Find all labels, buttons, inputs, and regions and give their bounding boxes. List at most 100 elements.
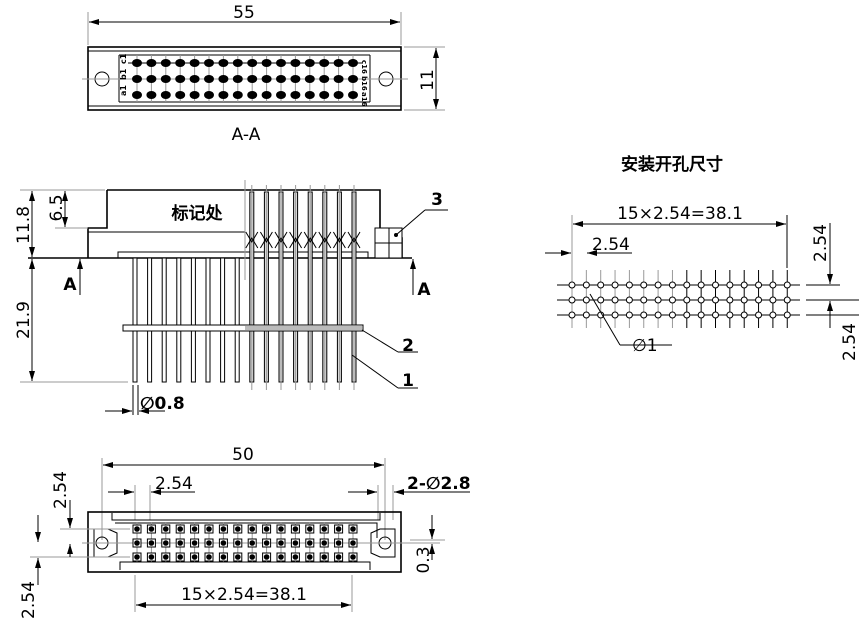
- mounting-hole: [568, 281, 576, 289]
- mounting-hole: [597, 296, 605, 304]
- pin: [235, 554, 241, 560]
- mounting-hole: [740, 311, 748, 319]
- section-mark-left: A: [63, 275, 77, 295]
- pin: [249, 540, 255, 546]
- mounting-hole: [611, 281, 619, 289]
- pin: [176, 257, 182, 383]
- pin: [235, 526, 241, 532]
- pin: [307, 540, 313, 546]
- mounting-dim-span: 15×2.54=38.1: [617, 204, 743, 224]
- mounting-hole: [697, 296, 705, 304]
- hole-grid: [557, 270, 800, 328]
- pin: [206, 554, 212, 560]
- pin: [148, 526, 155, 532]
- dim-span: 15×2.54=38.1: [181, 585, 307, 605]
- pin: [261, 75, 272, 83]
- pin: [177, 526, 183, 532]
- dim-holes: 2-∅2.8: [407, 474, 471, 494]
- pin: [148, 540, 155, 546]
- pin: [206, 540, 212, 546]
- pin: [163, 526, 169, 532]
- pin: [218, 91, 229, 99]
- mounting-hole: [611, 296, 619, 304]
- pin: [218, 75, 229, 83]
- pin: [304, 91, 315, 99]
- mounting-hole: [597, 281, 605, 289]
- pin: [205, 257, 211, 383]
- mounting-hole: [740, 296, 748, 304]
- dim-offset: 0.3: [414, 546, 434, 573]
- pin: [247, 91, 258, 99]
- pin: [348, 91, 358, 99]
- pin: [321, 554, 328, 560]
- mounting-hole: [783, 311, 791, 319]
- mounting-hole: [726, 281, 734, 289]
- dim-height-label: 11: [418, 69, 438, 91]
- mounting-hole: [769, 311, 777, 319]
- pin: [333, 91, 344, 99]
- mounting-hole: [568, 311, 576, 319]
- pin: [146, 91, 157, 99]
- dim-pin-length: 21.9: [14, 301, 34, 339]
- row-label-a1: a1: [119, 85, 128, 96]
- pin: [190, 257, 196, 383]
- pin: [177, 540, 183, 546]
- mounting-hole: [712, 311, 719, 319]
- pin: [132, 91, 142, 99]
- pin: [290, 91, 301, 99]
- retention-plate: [122, 324, 364, 332]
- dim-pitch: 2.54: [155, 474, 193, 494]
- mounting-hole: [683, 311, 691, 319]
- pin: [350, 540, 356, 546]
- mounting-hole: [582, 281, 590, 289]
- mounting-hole: [683, 296, 691, 304]
- pin: [160, 91, 171, 99]
- mounting-hole: [640, 296, 648, 304]
- pin: [335, 526, 342, 532]
- dim-marking: 6.5: [47, 194, 67, 221]
- mounting-hole: [783, 281, 791, 289]
- mounting-hole: [640, 281, 648, 289]
- pin: [261, 91, 272, 99]
- pin: [177, 554, 183, 560]
- mounting-title: 安装开孔尺寸: [621, 154, 723, 175]
- pin: [278, 526, 284, 532]
- pin: [232, 75, 243, 83]
- bottom-view: 50 2.54 2-∅2.8 2.54 2.54 0.3 15×2.54=38.…: [19, 445, 471, 619]
- pin: [278, 540, 284, 546]
- callout-1: 1: [402, 371, 414, 391]
- pin: [189, 91, 200, 99]
- mounting-hole: [611, 311, 619, 319]
- pin: [292, 526, 299, 532]
- pin: [292, 554, 299, 560]
- pin: [220, 540, 227, 546]
- pin: [191, 526, 198, 532]
- pin: [132, 75, 142, 83]
- pin-grid: [128, 55, 362, 102]
- mounting-hole: [668, 281, 676, 289]
- pin: [321, 526, 328, 532]
- pin: [191, 554, 198, 560]
- hole-diameter: ∅1: [632, 336, 658, 356]
- pin: [263, 540, 270, 546]
- pin: [163, 554, 169, 560]
- mounting-hole: [582, 311, 590, 319]
- mounting-hole: [640, 311, 648, 319]
- pin: [175, 91, 186, 99]
- pin: [206, 526, 212, 532]
- pin-grid: [132, 522, 358, 562]
- callout-2: 2: [402, 336, 414, 356]
- mounting-hole: [625, 281, 633, 289]
- mounting-row-pitch-bottom: 2.54: [840, 323, 859, 361]
- pin: [148, 554, 155, 560]
- pin: [307, 554, 313, 560]
- mounting-hole: [697, 311, 705, 319]
- mounting-hole: [668, 311, 676, 319]
- row-label-b1: b1: [119, 68, 128, 80]
- pin: [335, 540, 342, 546]
- side-pins: [132, 180, 361, 390]
- pin: [333, 75, 344, 83]
- mounting-hole: [726, 311, 734, 319]
- pin: [319, 75, 330, 83]
